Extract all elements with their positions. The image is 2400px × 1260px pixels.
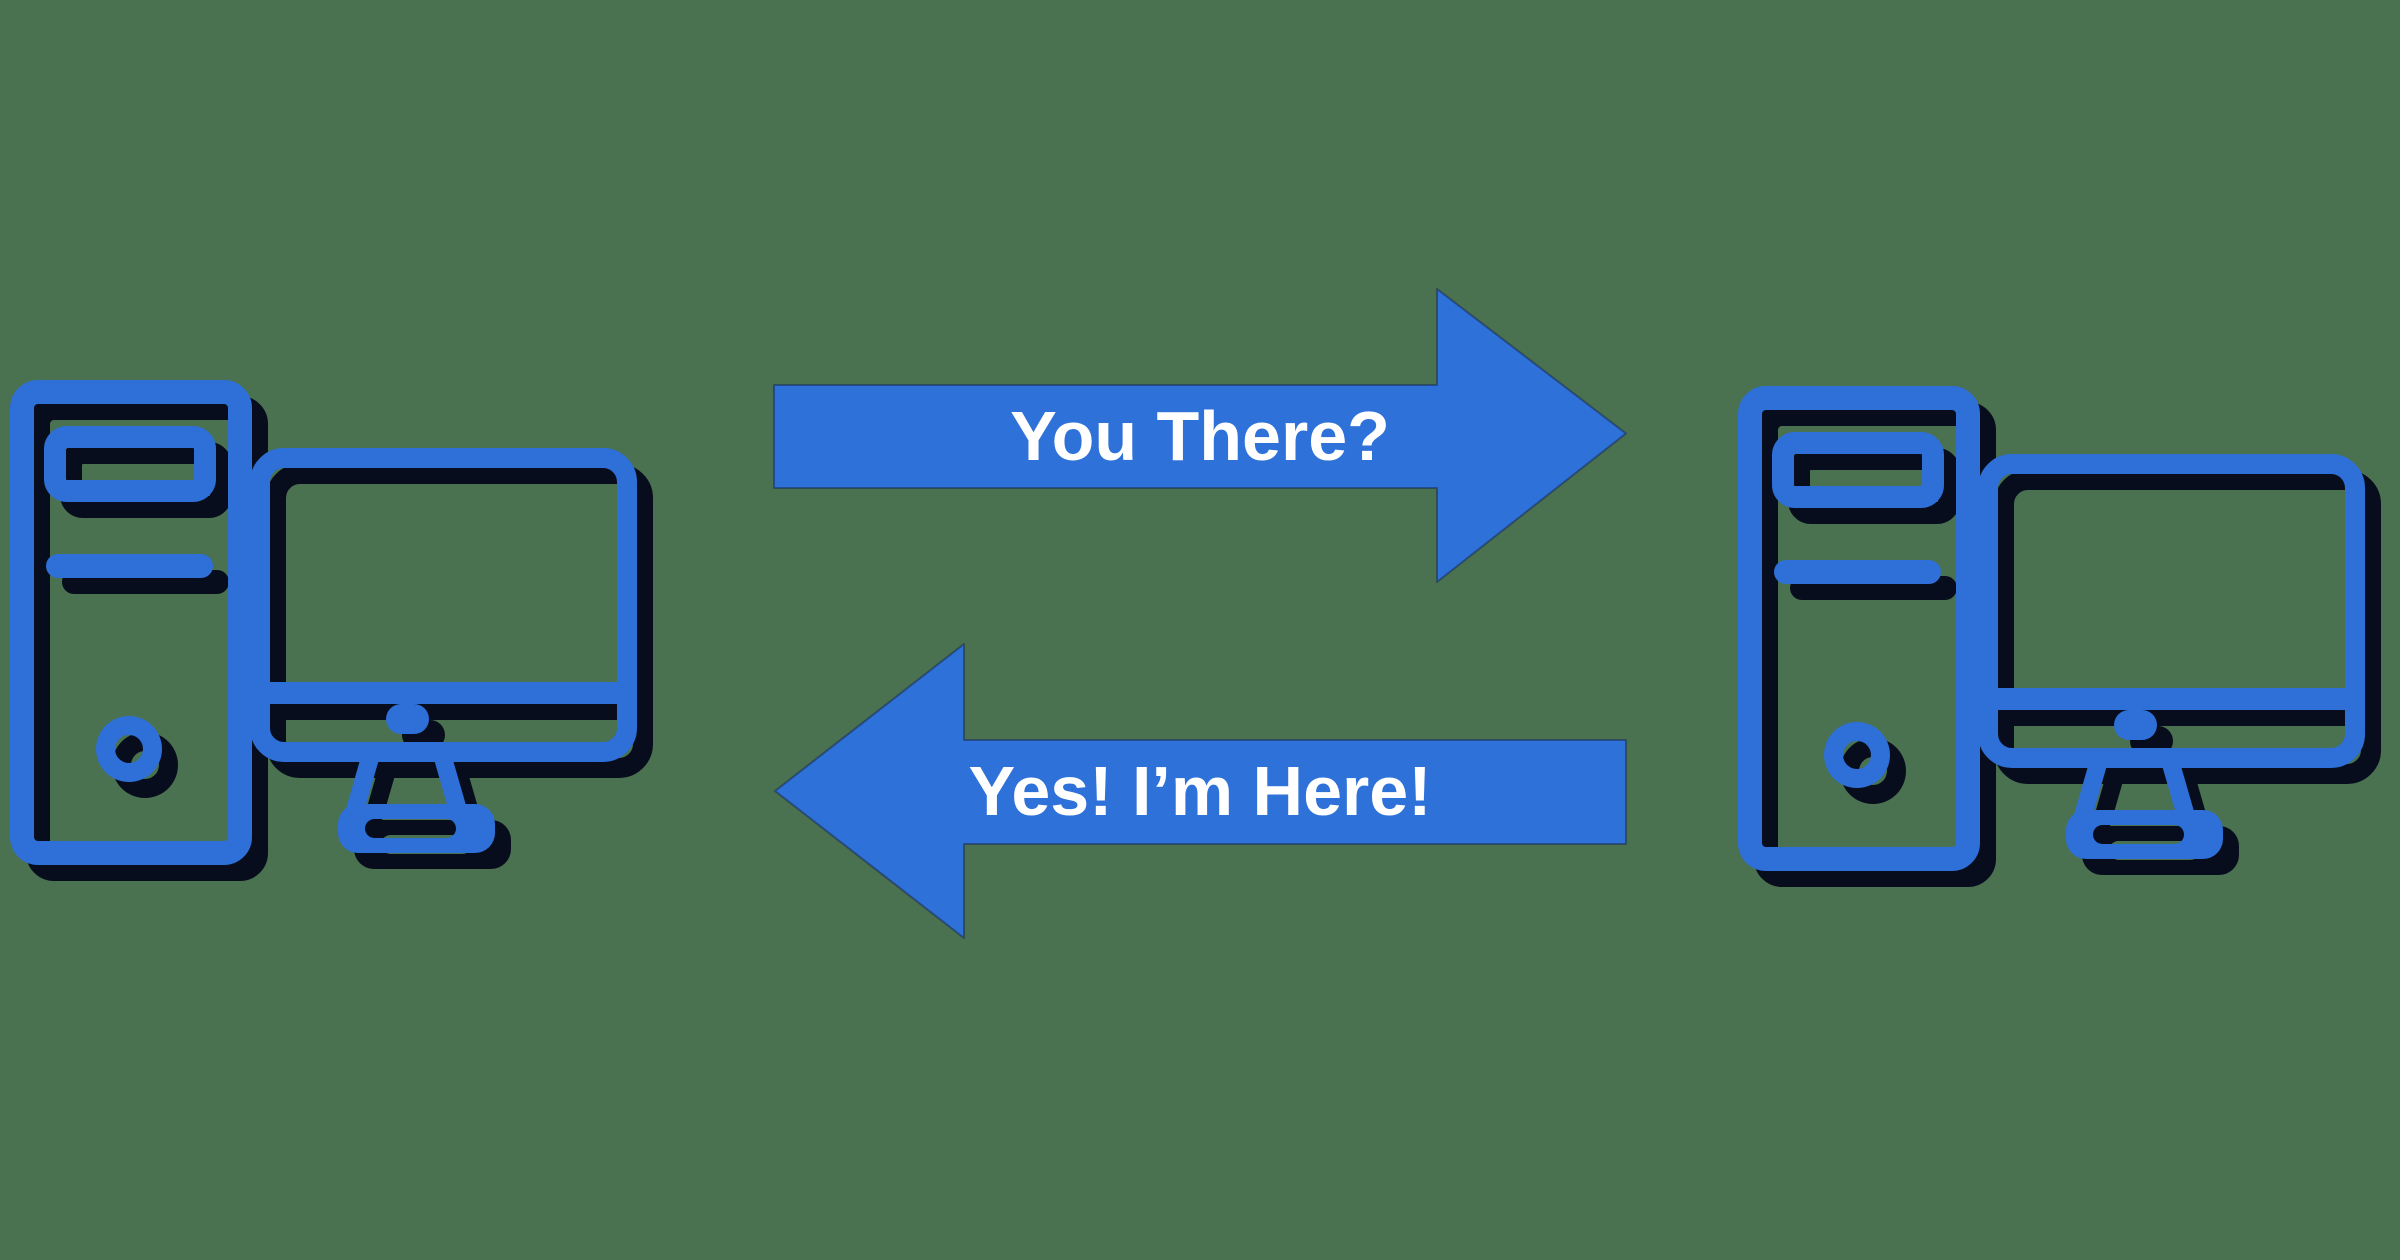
reply-message-label: Yes! I’m Here! xyxy=(968,752,1432,830)
request-message-label: You There? xyxy=(1010,397,1390,475)
reply-arrow-left xyxy=(774,643,1627,939)
request-arrow-right xyxy=(773,288,1627,583)
